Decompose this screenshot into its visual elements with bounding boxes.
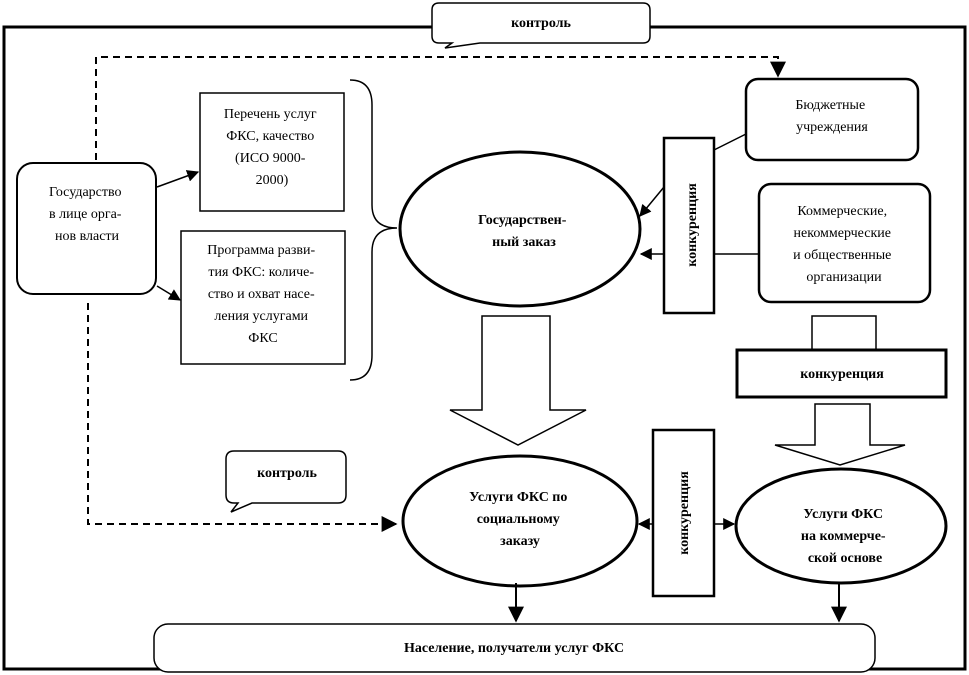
commercial-org-line-2: некоммерческие <box>794 226 891 241</box>
commercial-org-line-1: Коммерческие, <box>797 204 887 219</box>
competition-horizontal-box: конкуренция <box>735 348 948 399</box>
arrow-competition-to-order-upper <box>639 186 665 217</box>
svg-text:Услуги ФКС на коммерче-: Услуги ФКС на коммерче- ской основе <box>801 507 889 566</box>
program-line-5: ФКС <box>248 331 277 346</box>
svg-text:Программа разви- тия ФКС: Программа разви- тия ФКС: количе- ство и… <box>207 243 318 346</box>
population-label: Население, получатели услуг ФКС <box>404 641 624 656</box>
budget-line-1: Бюджетные <box>795 98 865 113</box>
budget-line-2: учреждения <box>796 120 868 135</box>
competition-horizontal-label: конкуренция <box>800 367 884 382</box>
svg-text:Бюджетные учреждения: Бюджетные учреждения <box>795 98 868 135</box>
program-line-2: тия ФКС: количе- <box>208 265 314 280</box>
dashed-control-top <box>95 56 786 160</box>
program-line-4: ления услугами <box>214 309 308 324</box>
state-order-line-2: ный заказ <box>492 235 556 250</box>
state-order-ellipse: Государствен- ный заказ <box>398 150 642 308</box>
line-budget-to-competition <box>713 133 747 151</box>
svg-text:Государствен- ный заказ: Государствен- ный заказ <box>478 213 570 250</box>
arrow-state-to-program <box>156 285 182 301</box>
dashed-control-bottom <box>87 303 398 532</box>
callout-top: контроль <box>431 2 651 49</box>
hollow-arrow-down-right <box>774 403 906 466</box>
competition-lower-box: конкуренция <box>651 428 716 598</box>
commercial-org-line-4: организации <box>806 270 882 285</box>
commercial-services-line-3: ской основе <box>808 551 882 566</box>
state-line-1: Государство <box>49 185 122 200</box>
services-list-line-3: (ИСО 9000- <box>235 151 306 166</box>
commercial-services-line-1: Услуги ФКС <box>803 507 883 522</box>
competition-lower-label: конкуренция <box>677 471 692 555</box>
social-services-line-2: социальному <box>477 512 560 527</box>
services-list-line-2: ФКС, качество <box>226 129 314 144</box>
svg-text:Перечень услуг ФКС, каче: Перечень услуг ФКС, качество (ИСО 9000- … <box>224 107 320 188</box>
program-box: Программа разви- тия ФКС: количе- ство и… <box>180 230 346 365</box>
state-line-2: в лице орга- <box>49 207 122 222</box>
competition-vertical-box: конкуренция <box>662 136 716 315</box>
services-list-line-1: Перечень услуг <box>224 107 317 122</box>
program-line-3: ство и охват насе- <box>208 287 315 302</box>
services-list-line-4: 2000) <box>256 173 289 188</box>
commercial-org-line-3: и общественные <box>793 248 891 263</box>
svg-text:Государство в лице орга-: Государство в лице орга- нов власти <box>49 185 125 244</box>
commercial-services-line-2: на коммерче- <box>801 529 886 544</box>
commercial-services-ellipse: Услуги ФКС на коммерче- ской основе <box>734 467 948 585</box>
social-services-line-1: Услуги ФКС по <box>469 490 567 505</box>
commercial-org-box: Коммерческие, некоммерческие и обществен… <box>757 182 932 304</box>
curly-brace <box>349 79 398 381</box>
population-box: Население, получатели услуг ФКС <box>153 623 876 673</box>
services-list-box: Перечень услуг ФКС, качество (ИСО 9000- … <box>199 92 345 212</box>
callout-left-label: контроль <box>257 466 317 481</box>
callout-top-label: контроль <box>511 16 571 31</box>
callout-left: контроль <box>225 450 347 513</box>
connector-box <box>811 315 877 351</box>
svg-text:Услуги ФКС по социальном: Услуги ФКС по социальному заказу <box>469 490 571 549</box>
svg-text:Коммерческие, некоммерче: Коммерческие, некоммерческие и обществен… <box>793 204 895 285</box>
budget-box: Бюджетные учреждения <box>744 77 920 162</box>
state-line-3: нов власти <box>55 229 120 244</box>
state-box: Государство в лице орга- нов власти <box>16 162 157 295</box>
social-services-line-3: заказу <box>500 534 540 549</box>
state-order-line-1: Государствен- <box>478 213 567 228</box>
hollow-arrow-down-left <box>449 315 587 446</box>
competition-vertical-label: конкуренция <box>685 183 700 267</box>
social-services-ellipse: Услуги ФКС по социальному заказу <box>401 454 639 588</box>
program-line-1: Программа разви- <box>207 243 315 258</box>
arrow-state-to-list <box>156 170 200 188</box>
